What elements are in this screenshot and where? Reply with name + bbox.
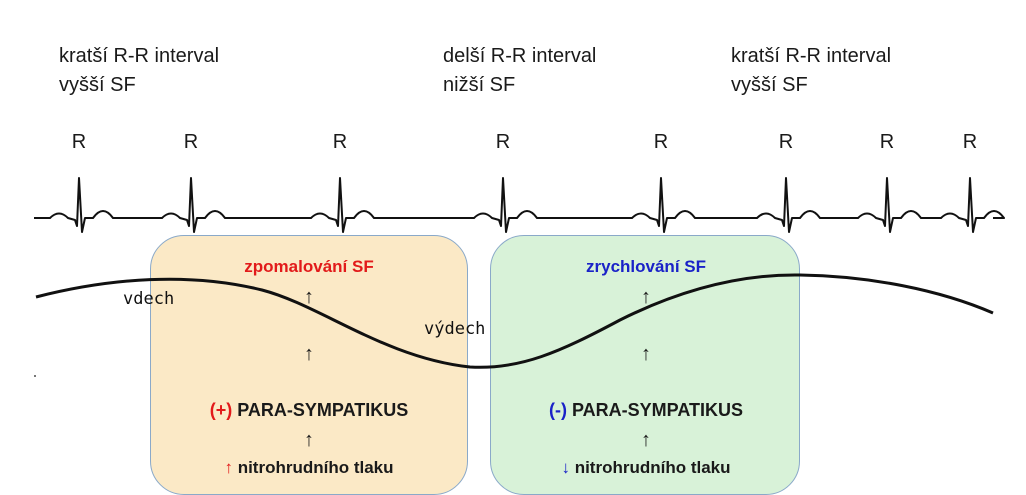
header-short-interval-right: kratší R-R interval vyšší SF: [731, 42, 891, 100]
up-arrow-icon: ↑: [304, 429, 314, 451]
left-panel-pressure: ↑ nitrohrudního tlaku: [224, 458, 393, 478]
exhale-label: výdech: [424, 319, 486, 339]
up-arrow-icon: ↑: [641, 429, 651, 451]
sign-negative: (-): [549, 400, 567, 420]
right-panel-pressure: ↓ nitrohrudního tlaku: [561, 458, 730, 478]
up-arrow-icon: ↑: [304, 343, 314, 365]
r-peak-label: R: [332, 131, 348, 153]
header-short-interval-left: kratší R-R interval vyšší SF: [59, 42, 219, 100]
inhale-label: vdech: [123, 289, 175, 309]
up-arrow-icon: ↑: [304, 286, 314, 308]
r-peak-label: R: [778, 131, 794, 153]
ecg-and-breathing-diagram: [34, 177, 1005, 369]
up-arrow-icon: ↑: [641, 343, 651, 365]
header-line1: kratší R-R interval: [731, 45, 892, 67]
pressure-label: nitrohrudního tlaku: [237, 458, 394, 477]
ecg-trace: [34, 177, 1005, 233]
r-peak-label: R: [71, 131, 87, 153]
r-peak-label: R: [653, 131, 669, 153]
r-peak-label: R: [183, 131, 199, 153]
header-line1: delší R-R interval: [443, 45, 597, 67]
panel-inhale: [150, 235, 468, 495]
up-arrow-icon: ↑: [641, 286, 651, 308]
header-line2: nižší SF: [443, 74, 516, 96]
pressure-down-arrow-icon: ↓: [561, 458, 570, 477]
nerve-label: PARA-SYMPATIKUS: [237, 400, 409, 420]
pressure-up-arrow-icon: ↑: [224, 458, 233, 477]
header-line2: vyšší SF: [59, 74, 136, 96]
r-peak-label: R: [495, 131, 511, 153]
header-line2: vyšší SF: [731, 74, 808, 96]
pressure-label: nitrohrudního tlaku: [574, 458, 731, 477]
sign-positive: (+): [209, 400, 233, 420]
right-panel-nerve: (-) PARA-SYMPATIKUS: [549, 400, 743, 421]
left-panel-title: zpomalování SF: [244, 257, 374, 276]
r-peak-label: R: [962, 131, 978, 153]
stray-dot: [34, 375, 36, 377]
breathing-curve: [35, 273, 994, 369]
r-peak-label: R: [879, 131, 895, 153]
header-long-interval: delší R-R interval nižší SF: [443, 42, 596, 100]
nerve-label: PARA-SYMPATIKUS: [572, 400, 743, 420]
header-line1: kratší R-R interval: [59, 45, 220, 67]
left-panel-nerve: (+) PARA-SYMPATIKUS: [210, 400, 409, 421]
right-panel-title: zrychlování SF: [586, 257, 706, 276]
